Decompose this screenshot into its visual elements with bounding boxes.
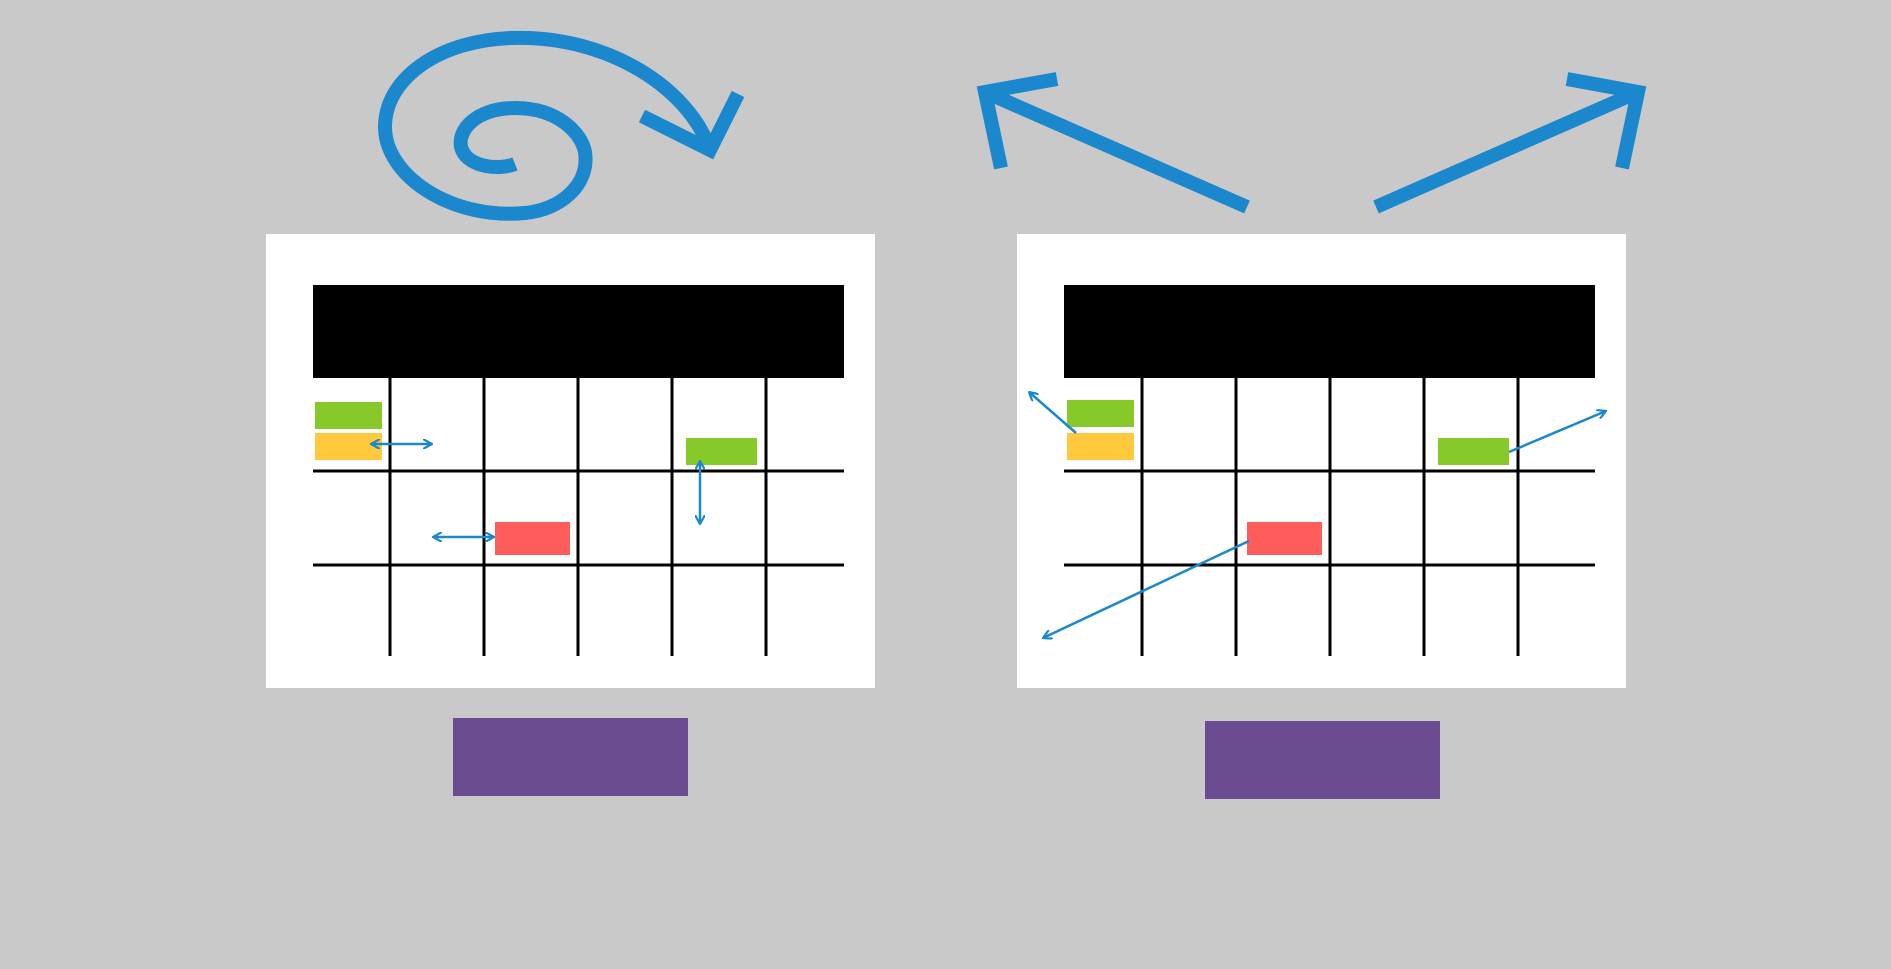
event-block-green[interactable] [1438, 438, 1509, 465]
spiral-arrow-icon [377, 30, 745, 221]
event-block-yellow[interactable] [1067, 433, 1134, 460]
small-diagonal-arrow-icon [1043, 539, 1250, 638]
calendar-grid [313, 378, 844, 656]
right-calendar-panel [1017, 234, 1626, 688]
event-block-green[interactable] [1067, 400, 1134, 427]
left-calendar-panel [266, 234, 875, 688]
small-diagonal-arrow-icon [1508, 411, 1606, 454]
calendar-grid [1064, 378, 1595, 656]
event-block-red[interactable] [495, 522, 570, 555]
right-action-button[interactable] [1205, 721, 1440, 799]
left-action-button[interactable] [453, 718, 688, 796]
event-block-yellow[interactable] [315, 433, 382, 460]
calendar-header [313, 285, 844, 378]
diagonal-arrow-up-right-icon [1373, 72, 1647, 214]
small-diagonal-arrow-icon [1029, 392, 1077, 434]
calendar-header [1064, 285, 1595, 378]
event-block-green[interactable] [315, 402, 382, 429]
event-block-red[interactable] [1247, 522, 1322, 555]
event-block-green[interactable] [686, 438, 757, 465]
diagonal-arrow-up-left-icon [976, 72, 1250, 214]
